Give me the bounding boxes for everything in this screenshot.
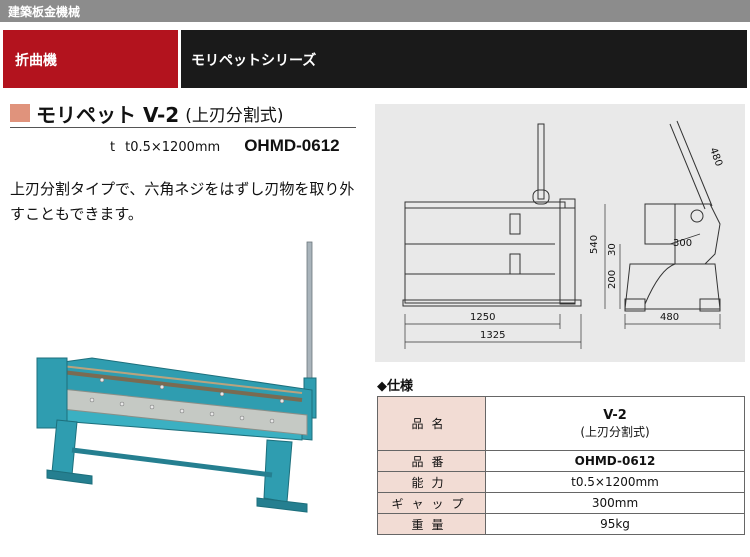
thickness-label: t: [110, 140, 116, 155]
spec-label-gap: ギャップ: [377, 492, 486, 514]
spec-value-weight: 95kg: [485, 513, 745, 535]
title-marker-icon: [10, 104, 30, 122]
product-description: 上刃分割タイプで、六角ネジをはずし刃物を取り外すこともできます。: [10, 180, 355, 223]
dim-30: 30: [607, 243, 618, 256]
spec-value-gap: 300mm: [485, 492, 745, 514]
dim-300: 300: [673, 238, 692, 249]
category-band-right: モリペットシリーズ: [181, 30, 747, 88]
spec-table: 品名 V-2 (上刃分割式) 品番 OHMD-0612 能力 t0.5×1200…: [377, 396, 745, 535]
spec-value-capacity: t0.5×1200mm: [485, 471, 745, 493]
spec-section-title: ◆仕様: [377, 379, 413, 394]
spec-label-capacity: 能力: [377, 471, 486, 493]
table-row: 能力 t0.5×1200mm: [377, 471, 745, 493]
capacity-value: t0.5×1200mm: [125, 140, 221, 155]
dimension-drawing: 1250 1325 480 540 30 200 300 480: [375, 104, 745, 362]
spec-value-name: V-2 (上刃分割式): [485, 396, 745, 451]
product-photo: [32, 240, 362, 520]
spec-label-name: 品名: [377, 396, 486, 451]
table-row: 品名 V-2 (上刃分割式): [377, 396, 745, 451]
title-underline: [10, 127, 356, 128]
spec-label-model: 品番: [377, 450, 486, 472]
model-number: OHMD-0612: [244, 136, 340, 155]
spec-name-sub: (上刃分割式): [580, 424, 650, 439]
category-header: 建築板金機械: [0, 0, 750, 22]
product-title: モリペット V-2 (上刃分割式): [10, 100, 284, 127]
spec-label-weight: 重量: [377, 513, 486, 535]
product-variant: (上刃分割式): [185, 105, 284, 126]
product-name: モリペット V-2: [36, 102, 180, 127]
category-band-left: 折曲機: [3, 30, 178, 88]
table-row: 品番 OHMD-0612: [377, 450, 745, 472]
table-row: 重量 95kg: [377, 513, 745, 535]
dim-1325: 1325: [480, 330, 505, 341]
dim-480-lever: 480: [707, 146, 724, 168]
spec-value-model: OHMD-0612: [485, 450, 745, 472]
spec-name-main: V-2: [603, 407, 627, 423]
capacity-row: t t0.5×1200mm OHMD-0612: [110, 136, 340, 156]
table-row: ギャップ 300mm: [377, 492, 745, 514]
dim-200: 200: [607, 270, 618, 289]
dim-540: 540: [589, 235, 600, 254]
dim-480-width: 480: [660, 312, 679, 323]
dim-1250: 1250: [470, 312, 495, 323]
